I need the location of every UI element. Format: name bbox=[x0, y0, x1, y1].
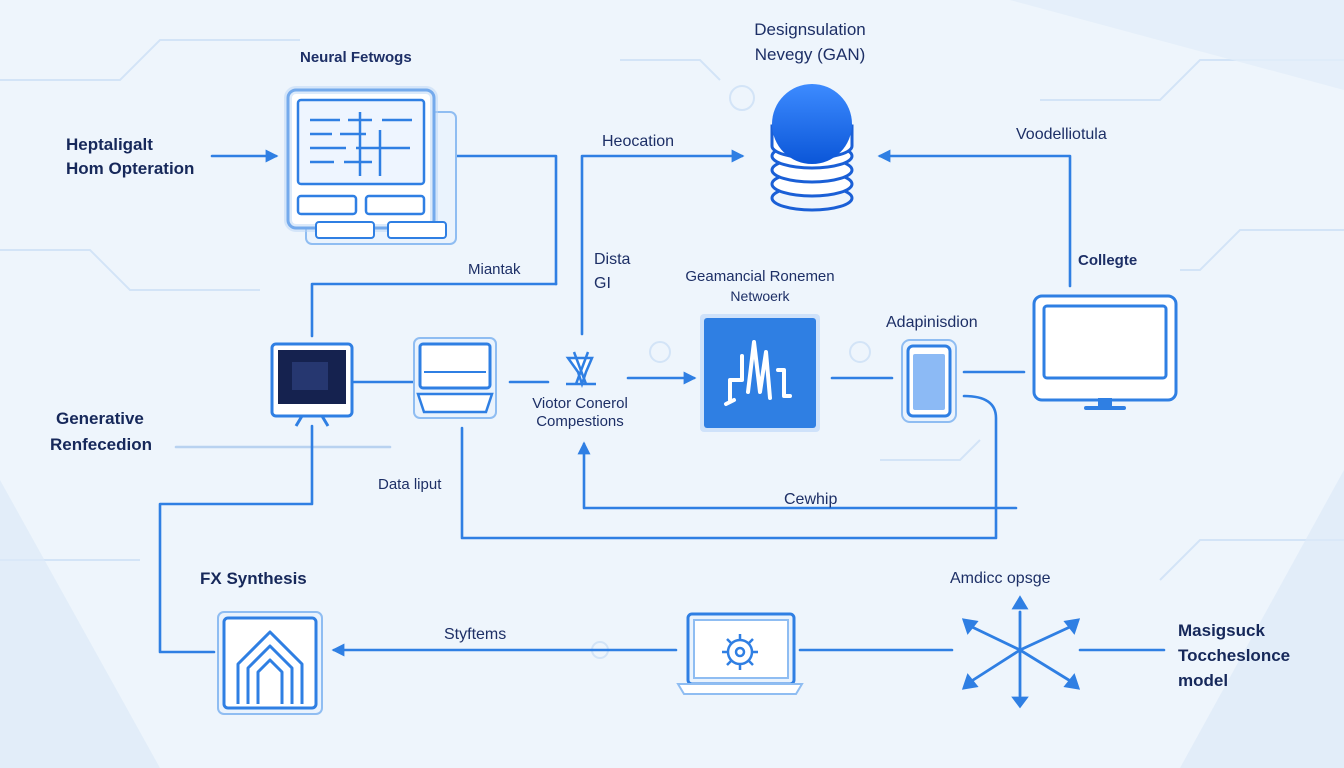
label-adapinisdion: Adapinisdion bbox=[886, 314, 978, 331]
line-monitor-to-miantak bbox=[310, 282, 558, 338]
line-monitor-to-synthesis bbox=[158, 424, 314, 654]
label-miantak: Miantak bbox=[468, 261, 521, 278]
label-dista: Dista bbox=[594, 251, 631, 268]
label-toccheslonce: Toccheslonce bbox=[1178, 646, 1291, 665]
phone-icon bbox=[901, 339, 957, 423]
label-styftems: Styftems bbox=[444, 626, 507, 643]
arrow-voodelliotula-to-database bbox=[877, 149, 1072, 288]
background-shard-top bbox=[1010, 0, 1344, 90]
generator-network-icon bbox=[700, 314, 820, 432]
label-masigsuck: Masigsuck bbox=[1178, 621, 1265, 640]
label-collegte: Collegte bbox=[1078, 252, 1138, 269]
database-stack-icon bbox=[770, 84, 854, 212]
desktop-monitor-icon bbox=[1032, 294, 1178, 410]
arrow-dista-to-database bbox=[580, 149, 745, 336]
arrow-cewhip-to-control bbox=[577, 441, 1018, 510]
label-viotor-conerol: Viotor Conerol bbox=[532, 395, 628, 412]
arrow-miantak-to-network bbox=[439, 149, 558, 286]
label-amdicc-opsge: Amdicc opsge bbox=[950, 570, 1051, 587]
laptop-gear-icon bbox=[676, 612, 804, 695]
label-voodelliotula: Voodelliotula bbox=[1016, 126, 1107, 143]
label-hom-operation: Hom Opteration bbox=[66, 159, 195, 178]
connectors bbox=[158, 149, 1166, 657]
arrows-star-icon bbox=[961, 595, 1081, 709]
background-shard-left bbox=[0, 480, 160, 768]
monitor-icon bbox=[270, 342, 354, 427]
label-fx-synthesis: FX Synthesis bbox=[200, 569, 307, 588]
label-cewhip: Cewhip bbox=[784, 491, 838, 508]
neural-network-window-icon bbox=[284, 86, 457, 245]
label-compestions: Compestions bbox=[536, 413, 624, 430]
label-generative: Generative bbox=[56, 409, 144, 428]
label-data-input: Data liput bbox=[378, 476, 442, 493]
label-neural-networks: Neural Fetwogs bbox=[300, 49, 412, 66]
background-shard-right bbox=[1180, 470, 1344, 768]
control-node-icon bbox=[565, 351, 596, 388]
label-renfecedion: Renfecedion bbox=[50, 435, 153, 454]
line-data-input-loop bbox=[460, 394, 998, 540]
label-heptaligalt: Heptaligalt bbox=[66, 135, 153, 154]
label-designsulation: Designsulation bbox=[754, 20, 866, 39]
laptop-icon bbox=[413, 337, 497, 419]
label-nevegy-gan: Nevegy (GAN) bbox=[754, 45, 866, 64]
label-model: model bbox=[1178, 671, 1229, 690]
synthesis-house-icon bbox=[217, 611, 323, 715]
label-geamancial-ronemen: Geamancial Ronemen bbox=[685, 268, 835, 285]
label-g1: GI bbox=[594, 275, 611, 292]
label-heocation: Heocation bbox=[602, 133, 675, 150]
label-geamancial-network: Netwoerk bbox=[730, 288, 790, 304]
